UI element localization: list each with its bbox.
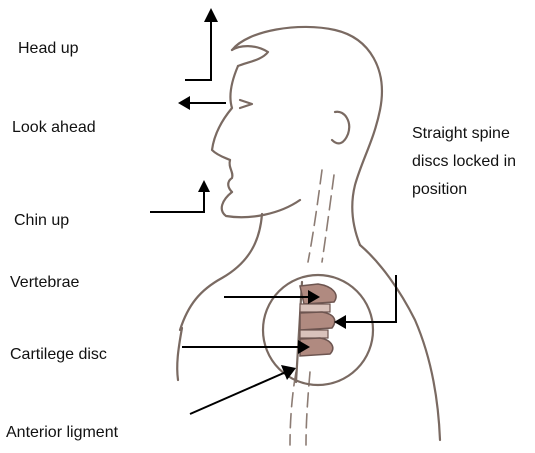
anterior-ligment-arrow [190,372,286,414]
vertebra-middle [300,312,335,330]
spine-magnifier-circle [263,275,373,385]
label-chin-up: Chin up [14,210,69,232]
label-straight-spine: Straight spine discs locked in position [412,120,535,204]
annotation-arrows [150,8,396,414]
head-up-arrow [185,20,211,80]
label-anterior-ligment: Anterior ligment [6,422,118,444]
label-vertebrae: Vertebrae [10,272,79,294]
label-cartilege-disc: Cartilege disc [10,344,107,366]
chin-up-arrow [150,190,204,212]
disc-middle [300,330,328,338]
label-look-ahead: Look ahead [12,117,96,139]
head-profile-sketch [177,27,440,440]
label-head-up: Head up [18,38,79,60]
vertebra-upper [300,284,336,304]
disc-upper [300,304,330,312]
